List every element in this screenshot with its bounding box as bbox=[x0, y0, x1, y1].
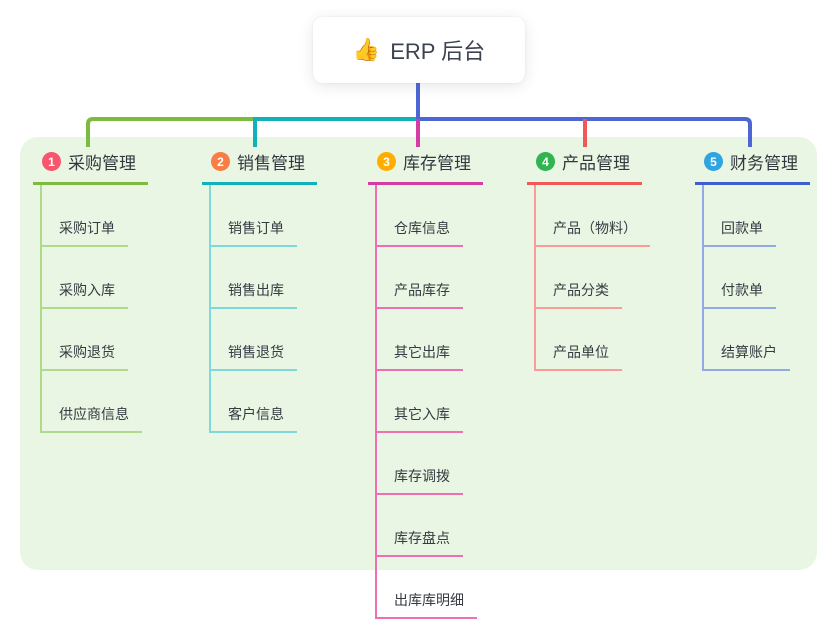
mindmap-leaf-item: 产品（物料） bbox=[536, 185, 650, 247]
mindmap-leaf-item: 其它出库 bbox=[377, 309, 463, 371]
branch-label: 财务管理 bbox=[730, 154, 798, 173]
branch-label: 产品管理 bbox=[562, 154, 630, 173]
branch-header: 3 库存管理 bbox=[368, 145, 483, 185]
branch-label: 采购管理 bbox=[68, 154, 136, 173]
branch-number-badge: 4 bbox=[536, 152, 555, 171]
mindmap-leaf-item: 销售出库 bbox=[211, 247, 297, 309]
branch-label: 销售管理 bbox=[237, 154, 305, 173]
branch-number-badge: 1 bbox=[42, 152, 61, 171]
branch-5: 5 财务管理回款单付款单结算账户 bbox=[695, 145, 810, 371]
branch-2: 2 销售管理销售订单销售出库销售退货客户信息 bbox=[202, 145, 317, 433]
branch-item-list: 仓库信息产品库存其它出库其它入库库存调拨库存盘点出库库明细 bbox=[375, 185, 477, 619]
branch-4: 4 产品管理产品（物料）产品分类产品单位 bbox=[527, 145, 650, 371]
mindmap-leaf-item: 其它入库 bbox=[377, 371, 463, 433]
mindmap-leaf-item: 采购入库 bbox=[42, 247, 128, 309]
branches-panel bbox=[20, 137, 817, 570]
branch-header: 2 销售管理 bbox=[202, 145, 317, 185]
branch-number-badge: 3 bbox=[377, 152, 396, 171]
mindmap-leaf-item: 产品库存 bbox=[377, 247, 463, 309]
branch-label: 库存管理 bbox=[403, 154, 471, 173]
thumbs-up-icon: 👍 bbox=[352, 37, 381, 62]
branch-number-badge: 2 bbox=[211, 152, 230, 171]
mindmap-leaf-item: 结算账户 bbox=[704, 309, 790, 371]
mindmap-leaf-item: 出库库明细 bbox=[377, 557, 477, 619]
root-node-label: ERP 后台 bbox=[390, 39, 486, 64]
mindmap-leaf-item: 采购退货 bbox=[42, 309, 128, 371]
branch-3: 3 库存管理仓库信息产品库存其它出库其它入库库存调拨库存盘点出库库明细 bbox=[368, 145, 483, 619]
branch-header: 5 财务管理 bbox=[695, 145, 810, 185]
branch-number-badge: 5 bbox=[704, 152, 723, 171]
branch-item-list: 回款单付款单结算账户 bbox=[702, 185, 790, 371]
branch-header: 4 产品管理 bbox=[527, 145, 642, 185]
mindmap-leaf-item: 库存调拨 bbox=[377, 433, 463, 495]
branch-item-list: 采购订单采购入库采购退货供应商信息 bbox=[40, 185, 142, 433]
mindmap-leaf-item: 销售订单 bbox=[211, 185, 297, 247]
mindmap-leaf-item: 采购订单 bbox=[42, 185, 128, 247]
mindmap-leaf-item: 供应商信息 bbox=[42, 371, 142, 433]
mindmap-leaf-item: 产品分类 bbox=[536, 247, 622, 309]
mindmap-leaf-item: 销售退货 bbox=[211, 309, 297, 371]
mindmap-leaf-item: 仓库信息 bbox=[377, 185, 463, 247]
mindmap-leaf-item: 库存盘点 bbox=[377, 495, 463, 557]
mindmap-leaf-item: 产品单位 bbox=[536, 309, 622, 371]
branch-item-list: 产品（物料）产品分类产品单位 bbox=[534, 185, 650, 371]
root-node: 👍 ERP 后台 bbox=[313, 17, 525, 83]
mindmap-canvas: 👍 ERP 后台 1 采购管理采购订单采购入库采购退货供应商信息 2 销售管理销售订单… bbox=[20, 17, 817, 619]
mindmap-leaf-item: 客户信息 bbox=[211, 371, 297, 433]
branch-item-list: 销售订单销售出库销售退货客户信息 bbox=[209, 185, 297, 433]
branch-header: 1 采购管理 bbox=[33, 145, 148, 185]
branch-1: 1 采购管理采购订单采购入库采购退货供应商信息 bbox=[33, 145, 148, 433]
mindmap-leaf-item: 付款单 bbox=[704, 247, 776, 309]
mindmap-leaf-item: 回款单 bbox=[704, 185, 776, 247]
